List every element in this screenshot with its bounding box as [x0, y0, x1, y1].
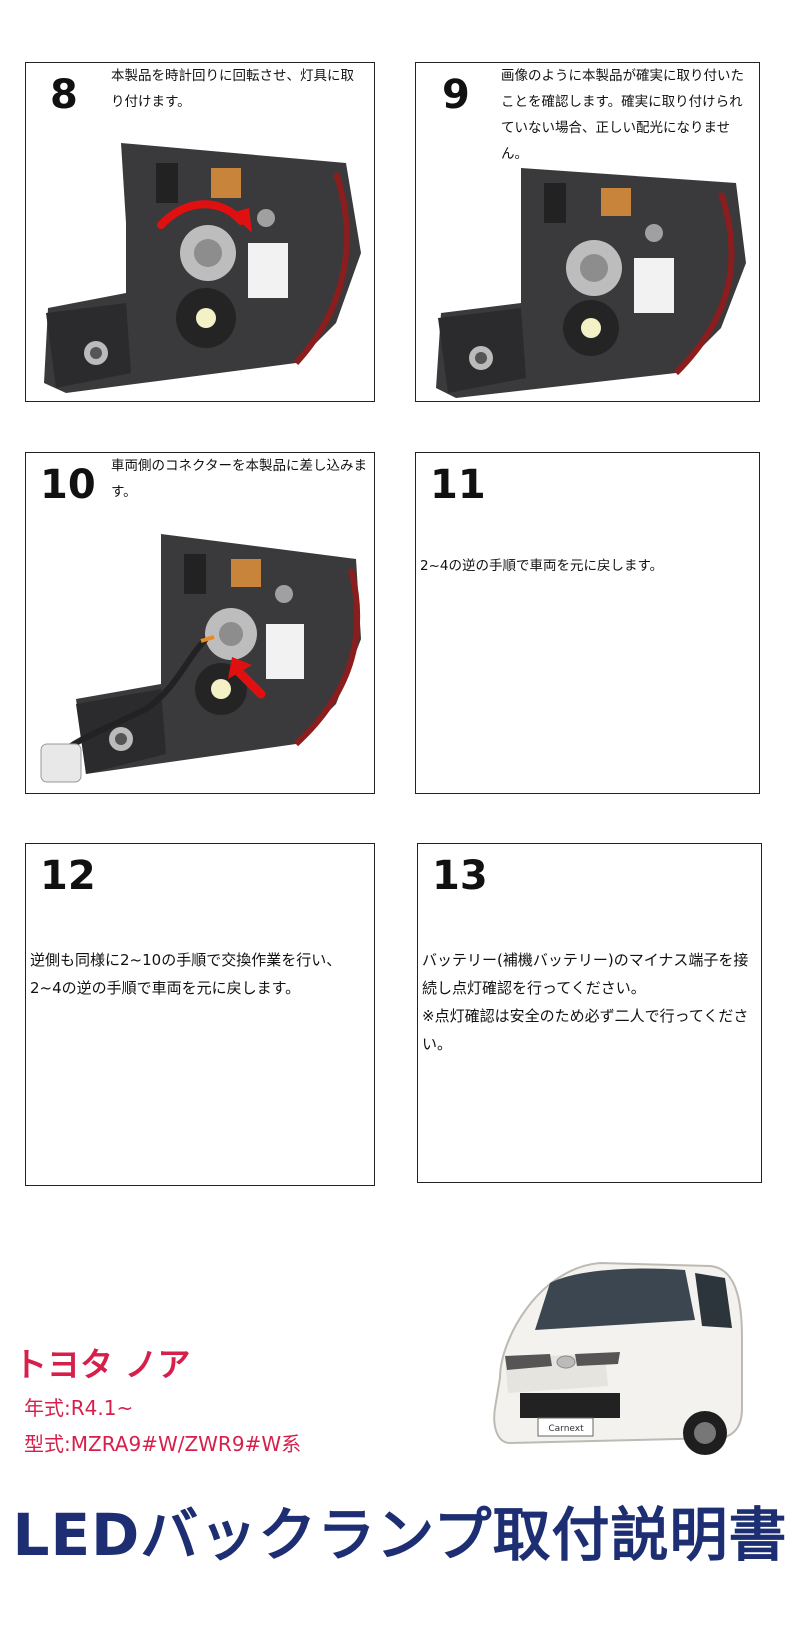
step-number: 8 — [50, 72, 78, 118]
vehicle-model: 型式:MZRA9#W/ZWR9#W系 — [24, 1432, 302, 1456]
step-description: 2~4の逆の手順で車両を元に戻します。 — [420, 558, 664, 574]
push-arrow-icon — [231, 664, 266, 699]
step-description: 車両側のコネクターを本製品に差し込みます。 — [111, 458, 367, 500]
step-9-panel: 9 画像のように本製品が確実に取り付いたことを確認します。確実に取り付けられてい… — [415, 62, 760, 402]
step-number: 9 — [442, 72, 470, 118]
step-number: 10 — [40, 462, 96, 508]
step-number: 13 — [432, 853, 488, 899]
step-number: 11 — [430, 462, 486, 508]
step-8-panel: 8 本製品を時計回りに回転させ、灯具に取り付けます。 — [25, 62, 375, 402]
plate-text: Carnext — [548, 1424, 584, 1434]
step-note: ※点灯確認は安全のため必ず二人で行ってください。 — [422, 1007, 749, 1053]
step-description: バッテリー(補機バッテリー)のマイナス端子を接続し点灯確認を行ってください。 — [422, 951, 749, 997]
step-13-panel: 13 バッテリー(補機バッテリー)のマイナス端子を接続し点灯確認を行ってください… — [417, 843, 762, 1183]
vehicle-name: トヨタ ノア — [14, 1345, 191, 1384]
headlamp-photo — [40, 534, 361, 783]
headlamp-photo — [44, 143, 361, 393]
step-12-panel: 12 逆側も同様に2~10の手順で交換作業を行い、2~4の逆の手順で車両を元に戻… — [25, 843, 375, 1186]
step-10-panel: 10 車両側のコネクターを本製品に差し込みます。 — [25, 452, 375, 794]
step-description: 本製品を時計回りに回転させ、灯具に取り付けます。 — [111, 68, 354, 110]
step-description: 逆側も同様に2~10の手順で交換作業を行い、2~4の逆の手順で車両を元に戻します… — [30, 951, 342, 997]
step-description: 画像のように本製品が確実に取り付いたことを確認します。確実に取り付けられていない… — [501, 68, 744, 162]
step-number: 12 — [40, 853, 96, 899]
car-photo: Carnext — [493, 1261, 743, 1455]
vehicle-year: 年式:R4.1~ — [24, 1396, 134, 1420]
step-11-panel: 11 2~4の逆の手順で車両を元に戻します。 — [415, 452, 760, 794]
headlamp-photo — [436, 168, 746, 398]
document-title: LEDバックランプ取付説明書 — [12, 1501, 788, 1569]
